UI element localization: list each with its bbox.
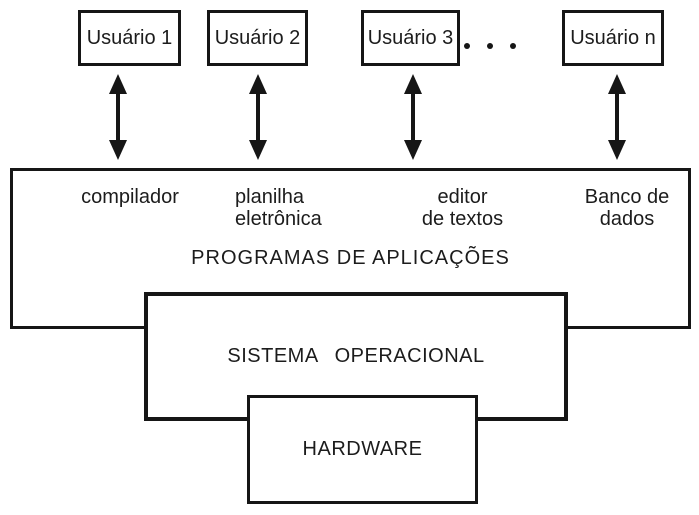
app-item-label-line1: editor (437, 186, 488, 208)
arrowhead-down-icon (608, 140, 626, 160)
arrow-stem (411, 89, 415, 145)
hardware-label: HARDWARE (302, 438, 423, 460)
user-box-2: Usuário 2 (207, 10, 308, 66)
arrow-stem (615, 89, 619, 145)
ellipsis-dot (510, 43, 516, 49)
app-item-label-line1: planilha (235, 186, 304, 208)
double-arrow-user2-icon (249, 74, 267, 160)
app-item-compilador: compilador (60, 186, 200, 208)
app-item-label: compilador (81, 186, 179, 208)
user-box-n-label: Usuário n (570, 26, 656, 49)
arrowhead-down-icon (109, 140, 127, 160)
hardware-layer-box: HARDWARE (247, 395, 478, 504)
ellipsis-dot (464, 43, 470, 49)
arrowhead-down-icon (249, 140, 267, 160)
app-item-label-line2: dados (599, 208, 655, 230)
applications-layer-title: PROGRAMAS DE APLICAÇÕES (191, 247, 510, 269)
user-box-2-label: Usuário 2 (214, 26, 301, 49)
app-item-editor-de-textos: editor de textos (405, 186, 520, 230)
operating-system-label: SISTEMA OPERACIONAL (227, 345, 485, 367)
user-box-1: Usuário 1 (78, 10, 181, 66)
ellipsis-dot (487, 43, 493, 49)
arrowhead-up-icon (608, 74, 626, 94)
user-box-1-label: Usuário 1 (86, 26, 173, 49)
app-item-label-line1: Banco de (584, 186, 670, 208)
double-arrow-user1-icon (109, 74, 127, 160)
arrow-stem (256, 89, 260, 145)
arrowhead-up-icon (249, 74, 267, 94)
ellipsis-dots (464, 43, 516, 49)
user-box-3-label: Usuário 3 (367, 26, 454, 49)
arrowhead-down-icon (404, 140, 422, 160)
arrow-stem (116, 89, 120, 145)
app-item-planilha-eletronica: planilha eletrônica (235, 186, 322, 230)
app-item-label-line2: eletrônica (235, 208, 322, 230)
user-box-3: Usuário 3 (361, 10, 460, 66)
user-box-n: Usuário n (562, 10, 664, 66)
double-arrow-user3-icon (404, 74, 422, 160)
double-arrow-usern-icon (608, 74, 626, 160)
app-item-label-line2: de textos (421, 208, 504, 230)
app-item-banco-de-dados: Banco de dados (572, 186, 682, 230)
arrowhead-up-icon (404, 74, 422, 94)
arrowhead-up-icon (109, 74, 127, 94)
